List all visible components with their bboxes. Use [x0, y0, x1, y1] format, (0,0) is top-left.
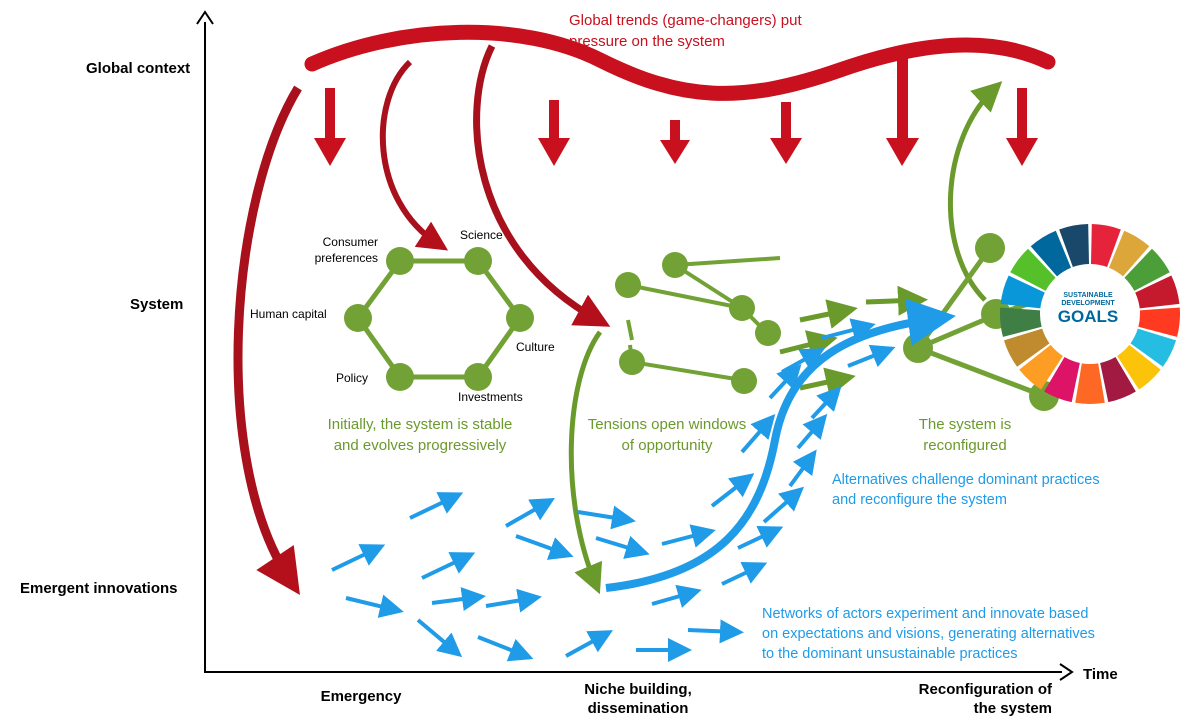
node-label-policy: Policy — [336, 371, 369, 385]
sdg-segment — [1010, 248, 1056, 291]
sdg-segment — [1030, 230, 1072, 277]
sdg-segment — [1000, 275, 1045, 309]
sdg-segment — [1019, 344, 1063, 390]
red-curve-to-science — [379, 59, 449, 251]
sdg-segment — [1108, 230, 1150, 277]
stable-line1: Initially, the system is stable — [327, 416, 513, 433]
global-trends-wave — [304, 24, 1056, 101]
pressure-arrow — [886, 52, 919, 166]
y-axis-arrowhead — [196, 10, 214, 25]
tension-network — [615, 252, 781, 394]
red-curve-to-tensions — [473, 44, 611, 327]
node-policy — [386, 363, 414, 391]
node-consumer — [386, 247, 414, 275]
sdg-line3: GOALS — [1057, 307, 1119, 326]
sdg-segment — [1059, 224, 1090, 268]
tensions-line2: of opportunity — [621, 437, 713, 454]
pressure-arrow — [770, 102, 802, 164]
axis-label-time: Time — [1083, 666, 1118, 683]
network-node — [662, 252, 688, 278]
reconfigured-line1: The system is — [918, 416, 1012, 433]
axis-label-emergent-innovations: Emergent innovations — [20, 580, 178, 597]
red-curve-to-innovations — [233, 85, 302, 595]
blue-small-arrows — [331, 318, 896, 662]
caption-global-trends: Global trends (game-changers) put pressu… — [569, 10, 829, 52]
sdg-segment — [1075, 363, 1105, 404]
pressure-arrow — [314, 88, 346, 166]
caption-alternatives: Alternatives challenge dominant practice… — [832, 470, 1152, 510]
caption-stable-system: Initially, the system is stable and evol… — [306, 414, 534, 456]
caption-tensions: Tensions open windows of opportunity — [574, 414, 760, 456]
phase-label-emergency: Emergency — [320, 688, 402, 705]
network-node — [755, 320, 781, 346]
phase-label-niche: Niche building, dissemination — [568, 680, 708, 718]
x-axis-arrowhead — [1059, 663, 1074, 681]
stable-system — [344, 247, 534, 391]
network-node — [975, 233, 1005, 263]
pressure-arrow — [660, 120, 690, 164]
sdg-segment — [1130, 328, 1177, 367]
phase-niche-line2: dissemination — [587, 700, 689, 717]
sdg-segment — [1138, 307, 1180, 337]
phase-reconfig-line1: Reconfiguration of — [918, 681, 1052, 698]
pressure-arrow — [538, 100, 570, 166]
tensions-line1: Tensions open windows — [587, 416, 747, 433]
node-label-consumer: Consumer preferences — [306, 234, 378, 266]
red-curved-arrows — [233, 44, 611, 595]
network-node — [615, 272, 641, 298]
sdg-segment — [1000, 307, 1042, 337]
caption-reconfigured: The system is reconfigured — [910, 414, 1020, 456]
sdg-line2: DEVELOPMENT — [1061, 300, 1115, 307]
networks-line1: Networks of actors experiment and innova… — [762, 606, 1089, 622]
consumer-line1: Consumer — [322, 235, 378, 249]
node-label-science: Science — [460, 228, 503, 242]
phase-label-reconfiguration: Reconfiguration of the system — [872, 680, 1052, 718]
axis-label-global-context: Global context — [86, 60, 191, 77]
global-trends-line2: pressure on the system — [569, 33, 725, 50]
sdg-segment — [1100, 357, 1136, 403]
global-trends-line1: Global trends (game-changers) put — [569, 12, 802, 29]
pressure-arrow — [1006, 88, 1038, 166]
node-label-human-capital: Human capital — [250, 307, 327, 321]
node-investments — [464, 363, 492, 391]
sdg-center — [1042, 266, 1138, 362]
consumer-line2: preferences — [314, 251, 378, 265]
network-node — [731, 368, 757, 394]
green-curve-down — [568, 330, 603, 595]
node-label-investments: Investments — [458, 390, 523, 404]
alternatives-line1: Alternatives challenge dominant practice… — [832, 472, 1100, 488]
network-node — [903, 333, 933, 363]
phase-niche-line1: Niche building, — [584, 681, 692, 698]
pressure-arrows — [314, 52, 1038, 166]
sdg-segment — [1044, 357, 1080, 403]
axis-label-system: System — [130, 296, 184, 313]
sdg-segment — [1124, 248, 1170, 291]
hexagon-links — [354, 258, 524, 380]
sdg-segment — [1090, 224, 1121, 268]
sdg-logo-text: SUSTAINABLE DEVELOPMENT GOALS — [1046, 292, 1130, 326]
node-human-capital — [344, 304, 372, 332]
reconfigured-line2: reconfigured — [923, 437, 1007, 454]
caption-networks: Networks of actors experiment and innova… — [762, 604, 1162, 664]
phase-reconfig-line2: the system — [973, 700, 1052, 717]
sdg-segment — [1003, 328, 1050, 367]
networks-line2: on expectations and visions, generating … — [762, 626, 1095, 642]
network-node — [619, 349, 645, 375]
sdg-wheel-icon — [1000, 224, 1180, 404]
network-node — [729, 295, 755, 321]
sdg-segment — [1135, 275, 1180, 309]
alternatives-line2: and reconfigure the system — [832, 492, 1007, 508]
axes — [196, 10, 1074, 681]
sdg-line1: SUSTAINABLE — [1063, 292, 1113, 299]
node-science — [464, 247, 492, 275]
networks-line3: to the dominant unsustainable practices — [762, 646, 1018, 662]
node-label-culture: Culture — [516, 340, 555, 354]
node-culture — [506, 304, 534, 332]
stable-line2: and evolves progressively — [333, 437, 507, 454]
sdg-segment — [1117, 344, 1161, 390]
